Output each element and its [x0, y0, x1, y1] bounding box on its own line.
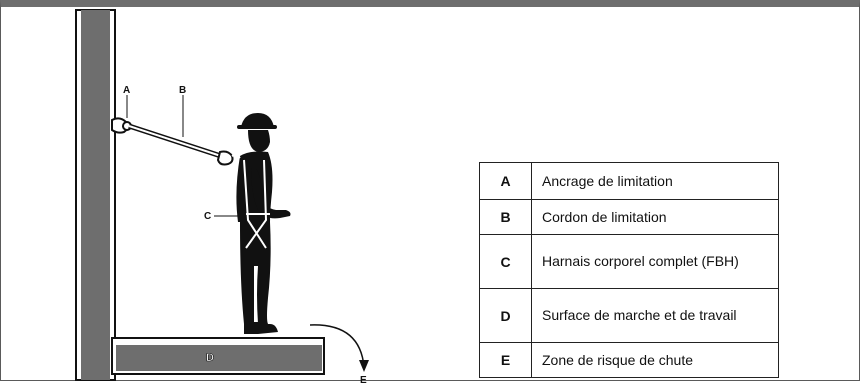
restraint-anchor — [111, 117, 132, 134]
label-b: B — [179, 85, 186, 96]
legend-row: D Surface de marche et de travail — [479, 288, 779, 343]
callout-leaders — [126, 95, 246, 217]
legend-description: Harnais corporel complet (FBH) — [531, 234, 779, 289]
legend-row: E Zone de risque de chute — [479, 342, 779, 378]
legend-description: Zone de risque de chute — [531, 342, 779, 378]
restraint-lanyard — [128, 123, 234, 166]
legend-key: D — [479, 288, 532, 343]
legend-key: A — [479, 162, 532, 200]
legend-row: C Harnais corporel complet (FBH) — [479, 234, 779, 289]
legend-row: B Cordon de limitation — [479, 199, 779, 235]
wall — [75, 9, 116, 381]
label-d: D — [206, 352, 214, 364]
legend-key: C — [479, 234, 532, 289]
legend-row: A Ancrage de limitation — [479, 162, 779, 200]
legend-description: Cordon de limitation — [531, 199, 779, 235]
walking-working-surface — [111, 337, 325, 375]
legend-key: B — [479, 199, 532, 235]
legend-table: A Ancrage de limitation B Cordon de limi… — [479, 162, 779, 378]
legend-description: Surface de marche et de travail — [531, 288, 779, 343]
fall-hazard-arrow — [309, 324, 369, 372]
legend-description: Ancrage de limitation — [531, 162, 779, 200]
label-c: C — [204, 211, 211, 222]
full-body-harness — [231, 154, 270, 249]
legend-key: E — [479, 342, 532, 378]
label-e: E — [360, 375, 367, 383]
label-a: A — [123, 85, 130, 96]
